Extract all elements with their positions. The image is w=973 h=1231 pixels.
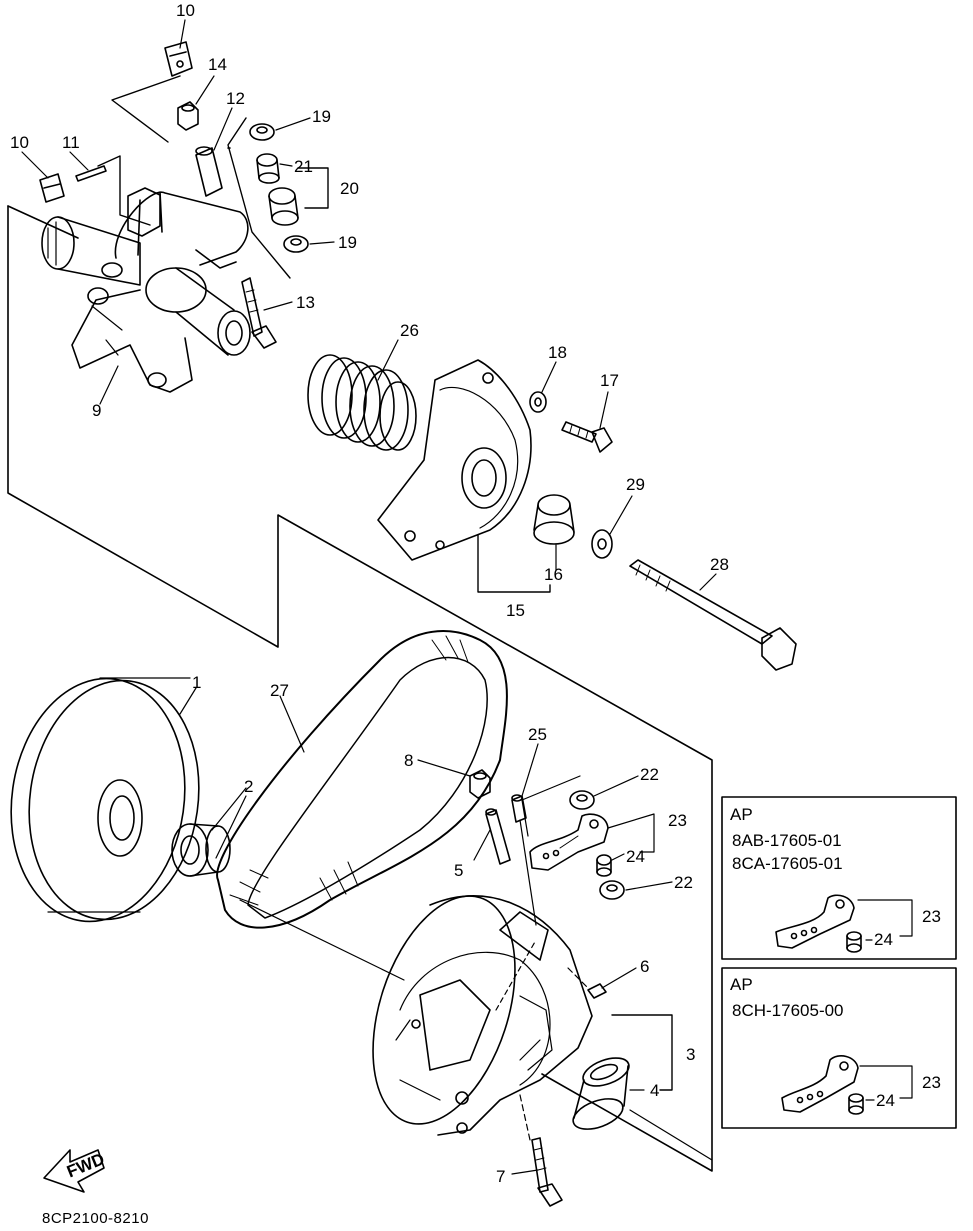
ap-box-2-title: AP: [730, 975, 753, 994]
callout-numbers: 10 14 12 19 10 11 21 20 19 13 26 18 17 9…: [10, 1, 729, 1186]
weight-washer-part-upper: [570, 791, 594, 809]
slider-clip-part-left: [40, 174, 64, 202]
assembly-outline-frame: [8, 206, 712, 1171]
washer-part-top: [250, 124, 274, 140]
callout-19-top: 19: [312, 107, 331, 126]
callout-16: 16: [544, 565, 563, 584]
slider-rod-part: [486, 809, 510, 864]
callout-3: 3: [686, 1045, 695, 1064]
ap-box-1-callout-24: 24: [874, 930, 893, 949]
callout-7: 7: [496, 1167, 505, 1186]
callout-18: 18: [548, 343, 567, 362]
set-screw-part: [568, 968, 606, 998]
callout-29: 29: [626, 475, 645, 494]
dowel-pin-part: [512, 795, 536, 925]
callout-9: 9: [92, 401, 101, 420]
sheave-bushing-part: [569, 1053, 633, 1136]
callout-1: 1: [192, 673, 201, 692]
forward-arrow-icon: [44, 1150, 104, 1192]
ap-variant-box-1: AP 8AB-17605-01 8CA-17605-01 23 24: [722, 797, 956, 959]
weight-arm-part: [522, 776, 608, 870]
hex-bolt-part-7: [532, 1138, 562, 1206]
callout-20: 20: [340, 179, 359, 198]
cover-bushing-part: [534, 495, 574, 544]
callout-12: 12: [226, 89, 245, 108]
hex-bolt-part-13: [242, 278, 276, 348]
pin-part: [76, 156, 150, 225]
bolt-washer-part: [592, 530, 612, 558]
long-bolt-part: [630, 560, 796, 670]
callout-6: 6: [640, 957, 649, 976]
coil-spring-part: [308, 355, 416, 450]
callout-24: 24: [626, 847, 645, 866]
ap-box-2-code-1: 8CH-17605-00: [732, 1001, 844, 1020]
ap-box-1-code-1: 8AB-17605-01: [732, 831, 842, 850]
roller-pin-part: [196, 118, 290, 278]
spring-cover-part: [378, 360, 550, 592]
callout-8: 8: [404, 751, 413, 770]
cap-nut-part: [470, 770, 490, 798]
weight-washer-part-lower: [600, 881, 624, 899]
bushing-part-small: [257, 154, 279, 183]
slider-clip-part-top: [112, 42, 192, 142]
callout-4: 4: [650, 1081, 659, 1100]
spider-hub-part: [42, 188, 250, 392]
ap-variant-box-2: AP 8CH-17605-00 23 24: [722, 968, 956, 1128]
callout-19-lower: 19: [338, 233, 357, 252]
drive-belt-part: [217, 631, 507, 928]
callout-17: 17: [600, 371, 619, 390]
callout-25: 25: [528, 725, 547, 744]
collar-part: [172, 824, 230, 876]
movable-sheave-part: [240, 878, 672, 1142]
nut-part: [178, 102, 198, 130]
flange-bolt-part-17: [562, 422, 612, 452]
callout-10-top: 10: [176, 1, 195, 20]
callout-2: 2: [244, 777, 253, 796]
ap-box-2-callout-23: 23: [922, 1073, 941, 1092]
fixed-sheave-part: [0, 667, 214, 933]
callout-26: 26: [400, 321, 419, 340]
ap-box-1-title: AP: [730, 805, 753, 824]
ap-box-2-callout-24: 24: [876, 1091, 895, 1110]
callout-5: 5: [454, 861, 463, 880]
callout-14: 14: [208, 55, 227, 74]
callout-11: 11: [62, 133, 80, 152]
callout-22-upper: 22: [640, 765, 659, 784]
callout-13: 13: [296, 293, 315, 312]
callout-23: 23: [668, 811, 687, 830]
leader-lines: [22, 20, 716, 1174]
callout-15: 15: [506, 601, 525, 620]
callout-10-left: 10: [10, 133, 29, 152]
callout-22-lower: 22: [674, 873, 693, 892]
roller-part: [269, 168, 328, 225]
ap-box-1-code-2: 8CA-17605-01: [732, 854, 843, 873]
small-washer-part: [530, 392, 546, 412]
callout-21: 21: [294, 157, 313, 176]
drawing-code: 8CP2100-8210: [42, 1210, 149, 1227]
arm-bushing-part: [597, 855, 611, 876]
callout-27: 27: [270, 681, 289, 700]
callout-28: 28: [710, 555, 729, 574]
washer-part-lower: [284, 236, 308, 252]
ap-box-1-callout-23: 23: [922, 907, 941, 926]
